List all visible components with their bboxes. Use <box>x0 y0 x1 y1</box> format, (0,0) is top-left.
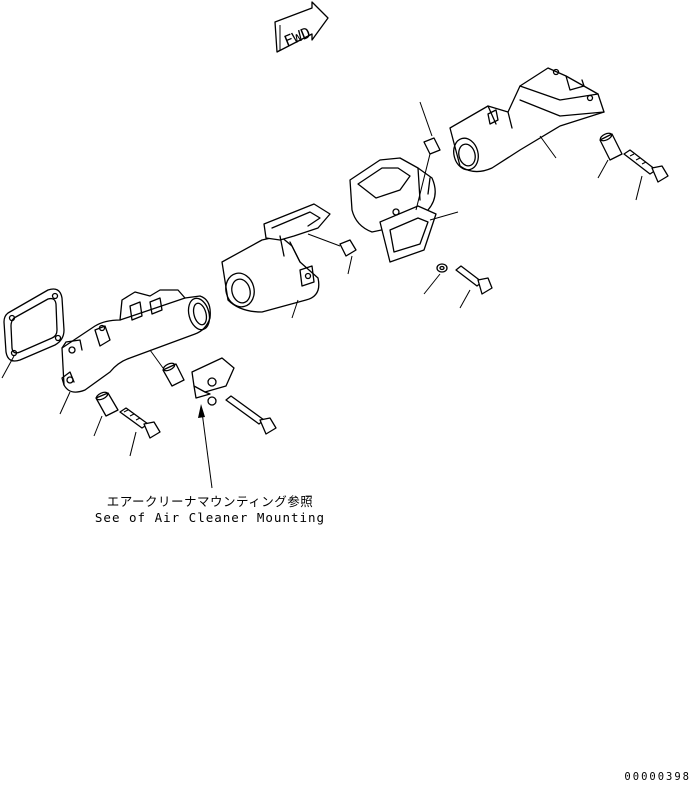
bolt-rear <box>623 149 669 183</box>
spacer-middle <box>149 349 185 387</box>
leader-line-washer-third <box>423 273 441 295</box>
leader-line-bolt-rear <box>635 175 643 201</box>
plug-second <box>307 233 357 257</box>
leader-line-manifold-rear <box>539 135 557 159</box>
bolt-third <box>455 265 493 295</box>
leader-line-bolt-third <box>459 289 471 309</box>
bolt-bracket <box>225 395 277 435</box>
reference-note-japanese: エアークリーナマウンティング参照 <box>106 494 314 509</box>
leader-line-manifold-third <box>429 211 459 221</box>
leader-line-spacer-front <box>93 415 103 437</box>
fwd-arrow-icon: FWD <box>274 1 329 53</box>
leader-line-plug-upper <box>419 101 433 137</box>
leader-line-gasket <box>1 355 15 379</box>
exhaust-manifold-second <box>221 203 331 313</box>
washer-third <box>436 263 448 273</box>
spacer-rear <box>599 132 623 161</box>
leader-line-plug-second <box>347 255 353 275</box>
leader-arrow-air-cleaner <box>201 411 213 489</box>
exhaust-manifold-third <box>349 157 437 263</box>
spacer-front <box>95 391 119 417</box>
leader-line-bolt-front <box>129 431 137 457</box>
exhaust-manifold-front <box>61 289 211 393</box>
plug-upper <box>415 137 441 211</box>
arrow-head-icon <box>198 404 205 418</box>
drawing-number: 00000398 <box>624 771 691 783</box>
reference-note-english: See of Air Cleaner Mounting <box>94 510 326 525</box>
air-cleaner-bracket <box>191 357 235 406</box>
leader-line-manifold-second <box>291 299 299 319</box>
leader-line-spacer-rear <box>597 159 609 179</box>
exhaust-manifold-rear <box>449 67 605 173</box>
bolt-front <box>119 407 161 439</box>
gasket-left <box>3 288 65 362</box>
leader-line-manifold-front <box>59 391 71 415</box>
